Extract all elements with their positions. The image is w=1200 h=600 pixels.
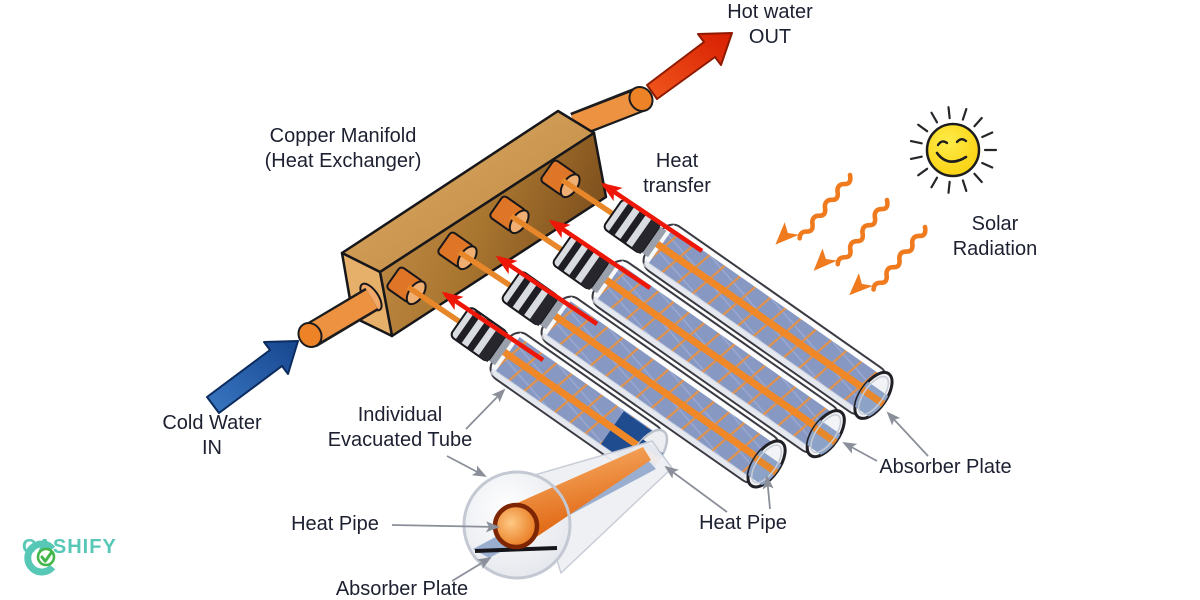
cutaway-heat-pipe-face bbox=[492, 502, 540, 550]
sun-icon bbox=[909, 106, 998, 194]
outlet-pipe bbox=[570, 85, 654, 138]
label-copper-manifold: Copper Manifold (Heat Exchanger) bbox=[264, 125, 422, 172]
evacuated-tube-2 bbox=[552, 235, 846, 459]
label-solar-radiation: Solar Radiation bbox=[952, 213, 1038, 260]
cutaway-heat-pipe-body bbox=[506, 447, 651, 544]
label-heat-pipe-left: Heat Pipe bbox=[291, 513, 379, 535]
label-absorber-plate-right: Absorber Plate bbox=[879, 456, 1012, 478]
evacuated-tube-1 bbox=[603, 199, 894, 420]
callout-arrows bbox=[391, 388, 929, 582]
hot-water-out-arrow bbox=[646, 32, 733, 100]
label-heat-pipe-center: Heat Pipe bbox=[699, 512, 787, 534]
label-absorber-plate-bottom: Absorber Plate bbox=[335, 578, 469, 600]
cold-water-in-arrow bbox=[206, 340, 299, 414]
evacuated-tube-4 bbox=[450, 307, 669, 478]
label-cold-water-in: Cold Water IN bbox=[162, 412, 262, 459]
tube-cutaway-detail bbox=[462, 440, 673, 580]
tube-cap bbox=[603, 199, 667, 258]
tube-cap bbox=[501, 271, 565, 330]
heat-transfer-arrows bbox=[441, 182, 704, 362]
tube-cap bbox=[552, 235, 616, 294]
tube-cap bbox=[450, 307, 514, 366]
evacuated-tube-3 bbox=[501, 271, 787, 489]
solar-radiation-arrows bbox=[769, 168, 935, 306]
label-individual-evacuated-tube: Individual Evacuated Tube bbox=[327, 404, 473, 451]
inlet-pipe bbox=[297, 282, 383, 349]
label-heat-transfer: Heat transfer bbox=[643, 150, 711, 197]
cashify-logo: CASHIFY bbox=[22, 536, 117, 576]
cashify-logo-icon bbox=[24, 540, 56, 576]
label-hot-water-out: Hot water OUT bbox=[727, 1, 813, 48]
